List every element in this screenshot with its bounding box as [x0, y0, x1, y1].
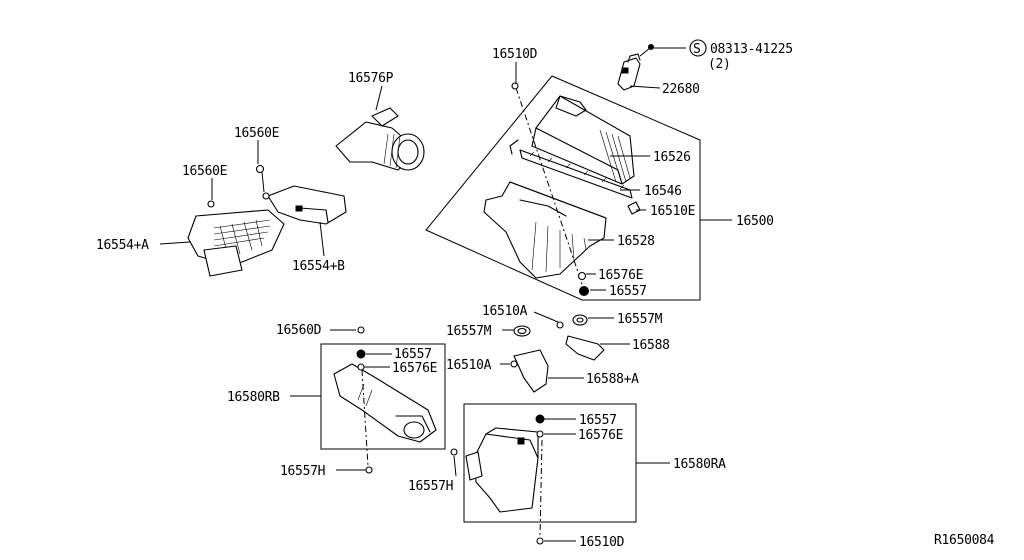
label-16557-top: 16557: [609, 284, 647, 299]
label-16588a: 16588+A: [586, 372, 639, 387]
label-16576e-mid: 16576E: [392, 361, 437, 376]
label-16554b: 16554+B: [292, 259, 345, 274]
label-16560e-a: 16560E: [234, 126, 279, 141]
leader-lines: [159, 62, 650, 542]
grommet-16557-top: [579, 286, 589, 296]
label-16576e-top: 16576E: [598, 268, 643, 283]
label-16528: 16528: [617, 234, 655, 249]
label-16510d-top: 16510D: [492, 47, 538, 62]
dash-16510d-top: [515, 87, 585, 291]
air-duct-hose-16576p: [335, 107, 425, 171]
label-16510a-a: 16510A: [482, 304, 528, 319]
label-16588: 16588: [632, 338, 670, 353]
label-screw-part-number: 08313-41225: [710, 42, 793, 57]
label-16580ra: 16580RA: [673, 457, 726, 472]
label-16510d-bottom: 16510D: [579, 535, 625, 550]
label-screw-quantity: (2): [708, 57, 731, 72]
air-filter-element-16546: [519, 149, 633, 199]
screw-symbol-icon: S: [689, 39, 707, 57]
clip-16510e: [627, 201, 641, 215]
label-16580rb: 16580RB: [227, 390, 280, 405]
air-cleaner-upper-cover-16526: [531, 95, 635, 185]
label-16526: 16526: [653, 150, 691, 165]
label-16500: 16500: [736, 214, 774, 229]
label-16554a: 16554+A: [96, 238, 149, 253]
label-16510a-b: 16510A: [446, 358, 492, 373]
label-22680: 22680: [662, 82, 700, 97]
label-16557h-b: 16557H: [408, 479, 453, 494]
air-duct-16554b: [255, 164, 347, 225]
svg-text:S: S: [693, 42, 701, 57]
grommet-16576e-top: [577, 271, 587, 281]
air-duct-resonator-16554a: [187, 200, 285, 277]
air-duct-16580rb: [333, 326, 437, 474]
clip-left: [509, 139, 519, 155]
bolt-16510d-top: [511, 82, 519, 90]
label-16546: 16546: [644, 184, 682, 199]
label-16557h-a: 16557H: [280, 464, 325, 479]
frame-16500: [425, 75, 701, 301]
label-16576e-low: 16576E: [578, 428, 623, 443]
label-16557-mid: 16557: [394, 347, 432, 362]
label-16560e-b: 16560E: [182, 164, 227, 179]
mass-air-flow-sensor: [617, 44, 686, 91]
label-16557m-a: 16557M: [446, 324, 492, 339]
label-16557m-b: 16557M: [617, 312, 663, 327]
bracket-16588: [533, 311, 605, 361]
label-16560d: 16560D: [276, 323, 322, 338]
label-16510e: 16510E: [650, 204, 695, 219]
air-cleaner-lower-body-16528: [483, 181, 607, 279]
label-16576p: 16576P: [348, 71, 394, 86]
diagram-id: R1650084: [934, 533, 995, 548]
label-16557-low: 16557: [579, 413, 617, 428]
resonator-16580ra: [450, 414, 545, 545]
bracket-16588a: [510, 325, 549, 393]
